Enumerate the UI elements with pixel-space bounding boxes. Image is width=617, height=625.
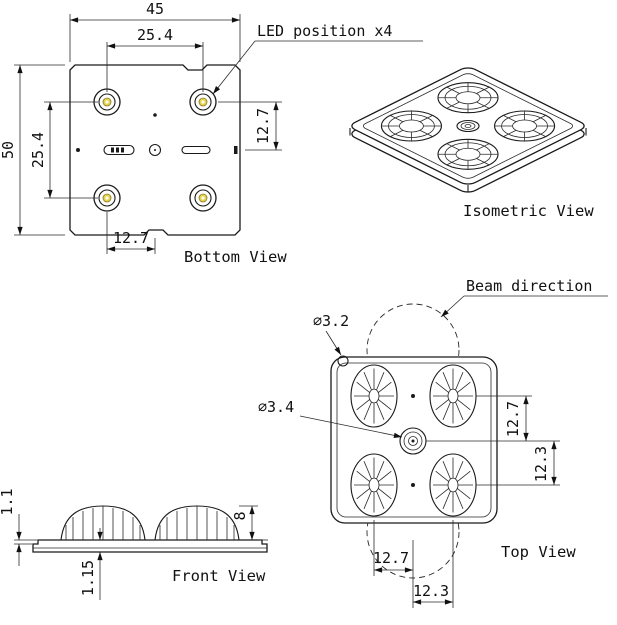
- dim-top-right-12-7: 12.7: [426, 395, 532, 442]
- led-symbol: [189, 88, 217, 116]
- dim-overall-height: 50: [0, 64, 65, 236]
- dim-1-1-label: 1.1: [0, 488, 16, 515]
- slot: [181, 145, 211, 155]
- edge-dot: [76, 148, 80, 152]
- front-plate-outline: [32, 539, 268, 553]
- dim-12-7-bottom-label: 12.7: [373, 549, 409, 567]
- bottom-view: 45 25.4 50 25.4 12.7: [0, 0, 423, 266]
- dim-50-label: 50: [0, 141, 17, 159]
- bottom-view-label: Bottom View: [184, 248, 287, 266]
- dim-plate-thickness: 1.15: [79, 528, 103, 600]
- led-symbol: [189, 184, 217, 212]
- dim-45-label: 45: [146, 0, 164, 18]
- dim-top-bottom-12-3: 12.3: [413, 520, 454, 608]
- dim-led-pitch-v: 25.4: [29, 101, 98, 199]
- top-view: ⌀3.2 ⌀3.4 Beam direction 12.7 12.3: [258, 277, 608, 608]
- led-position-callout: LED position x4: [212, 22, 423, 95]
- front-dome-left: [60, 505, 146, 541]
- dim-led-offset-bottom: 12.7: [106, 212, 156, 254]
- dim-3-4-label: ⌀3.4: [258, 398, 294, 416]
- dim-overall-width: 45: [69, 0, 241, 62]
- iso-center-ring: [452, 118, 483, 134]
- isometric-view-label: Isometric View: [463, 202, 594, 220]
- iso-plate-top: [348, 66, 588, 186]
- connector-slot: [103, 144, 135, 156]
- dim-3-2-label: ⌀3.2: [313, 312, 349, 330]
- center-boss: [399, 427, 427, 455]
- dim-12-7-right-label: 12.7: [504, 401, 522, 437]
- dim-top-bottom-12-7: 12.7: [373, 520, 414, 608]
- dim-dome-height: 8: [231, 505, 268, 541]
- top-view-label: Top View: [501, 543, 576, 561]
- center-dot: [154, 149, 156, 151]
- dim-1-15-label: 1.15: [79, 560, 97, 596]
- dim-step-height: 1.1: [0, 488, 37, 566]
- iso-center-hole: [464, 124, 472, 128]
- dim-12-7-right-label: 12.7: [254, 108, 272, 144]
- front-view: 8 1.1 1.15 Front View: [0, 488, 268, 600]
- dim-12-3-bottom-label: 12.3: [413, 582, 449, 600]
- callout-hole-3-2: ⌀3.2: [313, 312, 349, 356]
- pin-dot-bottom: [411, 483, 415, 487]
- edge-mark: [234, 146, 238, 154]
- front-dome-right: [154, 505, 240, 541]
- center-hole: [148, 143, 162, 157]
- top-plate-rim: [336, 362, 492, 518]
- dim-25-4-v-label: 25.4: [29, 132, 47, 168]
- dim-top-right-12-3: 12.3: [476, 440, 560, 486]
- front-view-label: Front View: [172, 567, 266, 585]
- beam-direction-callout: Beam direction: [440, 277, 608, 318]
- dim-led-pitch-h: 25.4: [106, 26, 204, 92]
- dim-led-offset-right: 12.7: [218, 101, 282, 151]
- led-callout-label: LED position x4: [257, 22, 392, 40]
- fiducial-dot: [153, 113, 157, 117]
- dim-25-4-h-label: 25.4: [137, 26, 173, 44]
- dim-8-label: 8: [231, 511, 249, 520]
- corner-hole: [337, 355, 349, 367]
- pin-dot-top: [411, 394, 415, 398]
- beam-direction-label: Beam direction: [466, 277, 592, 295]
- callout-hole-3-4: ⌀3.4: [258, 398, 403, 438]
- dim-12-3-right-label: 12.3: [532, 446, 550, 482]
- isometric-view: Isometric View: [348, 66, 594, 220]
- iso-center-ring-inner: [458, 121, 478, 131]
- dim-12-7-bottom-label: 12.7: [113, 229, 149, 247]
